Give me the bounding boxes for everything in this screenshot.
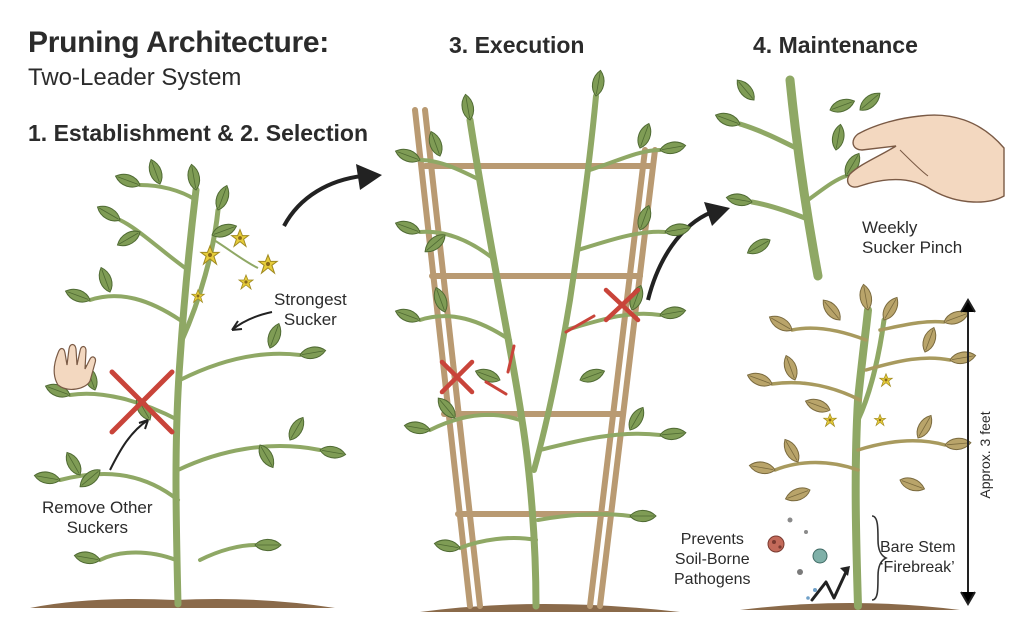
firebreak-bracket — [871, 515, 888, 601]
arrow-icon — [109, 311, 273, 471]
x-mark-icon — [439, 287, 641, 396]
weekly-sucker-pinch-label: Weekly Sucker Pinch — [862, 218, 963, 257]
page-title: Pruning Architecture: — [28, 26, 329, 59]
arrow-icon — [282, 164, 730, 301]
soil-mound — [740, 603, 960, 610]
bare-stem-firebreak-label: Bare Stem ‘Firebreak’ — [880, 539, 956, 576]
remove-other-suckers-label: Remove Other Suckers — [42, 498, 153, 537]
soil-mound — [30, 599, 335, 608]
pathogen-icon — [767, 517, 828, 600]
step-execution-heading: 3. Execution — [449, 32, 585, 58]
height-label: Approx. 3 feet — [977, 411, 993, 499]
soil-mound — [420, 604, 680, 612]
flower-cluster — [191, 229, 278, 303]
young-tomato-plant — [30, 157, 348, 608]
arrow-icon — [810, 570, 848, 602]
x-mark-icon — [109, 369, 175, 435]
height-arrow — [960, 298, 976, 606]
main-stem — [172, 186, 200, 608]
step-maintenance-heading: 4. Maintenance — [753, 32, 918, 58]
step-establishment-selection-heading: 1. Establishment & 2. Selection — [28, 120, 368, 146]
sucker-pinch-detail — [713, 75, 1005, 281]
mature-tomato-plant — [740, 282, 978, 610]
trellis-plant — [393, 68, 693, 612]
page-subtitle: Two-Leader System — [28, 64, 242, 91]
hand-icon — [53, 343, 97, 390]
second-leader — [179, 207, 221, 343]
hand-icon — [846, 114, 1005, 203]
strongest-sucker-label: Strongest Sucker — [274, 290, 347, 329]
prevents-pathogens-label: Prevents Soil-Borne Pathogens — [674, 531, 751, 588]
